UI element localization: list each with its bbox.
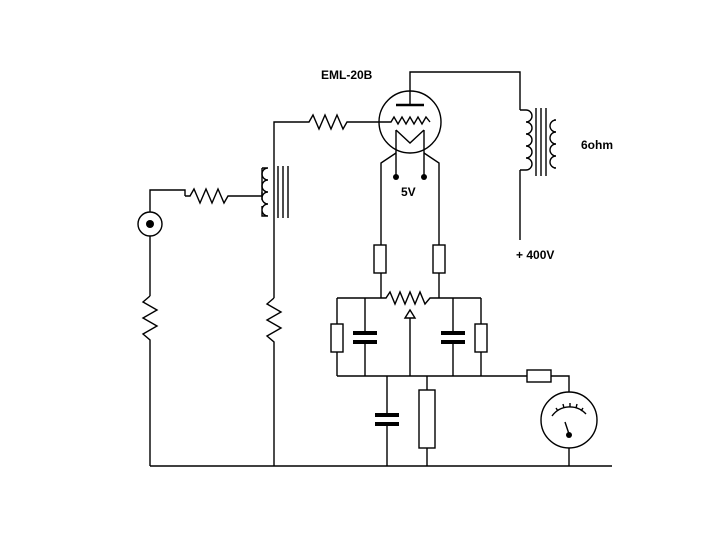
filament-resistor-left (373, 244, 387, 274)
output-transformer (520, 108, 557, 176)
potentiometer-wiper (403, 308, 417, 319)
plate-wire (409, 71, 521, 110)
filament-lead-left (380, 152, 397, 245)
filament-terminal-dot (393, 174, 399, 180)
tube-label: EML-20B (321, 68, 373, 82)
hum-balance-potentiometer (381, 290, 439, 306)
meter-series-resistor (526, 369, 552, 383)
bypass-resistor-left (330, 323, 344, 353)
interstage-transformer (261, 166, 289, 218)
bypass-capacitor-right (441, 331, 465, 344)
grid-stopper-resistor (305, 113, 385, 131)
cathode-bypass-capacitor (375, 413, 399, 426)
speaker-impedance-label: 6ohm (581, 138, 613, 152)
analog-meter-icon (540, 391, 598, 449)
input-wire (149, 189, 186, 212)
filament-terminal-dot (421, 174, 427, 180)
filament-resistor-right (432, 244, 446, 274)
input-jack-icon (137, 211, 163, 237)
filament-lead-right (423, 152, 440, 245)
meter-feed-wire (551, 375, 570, 392)
input-series-resistor (185, 187, 263, 205)
grid-return-resistor (265, 297, 283, 466)
supply-voltage-label: + 400V (516, 248, 554, 262)
filament-voltage-label: 5V (401, 185, 416, 199)
bypass-resistor-right (474, 323, 488, 353)
grid-feed-wire (273, 121, 305, 225)
cathode-resistor (418, 389, 436, 449)
input-load-resistor (141, 295, 159, 466)
bypass-capacitor-left (353, 331, 377, 344)
triode-tube (378, 90, 442, 154)
